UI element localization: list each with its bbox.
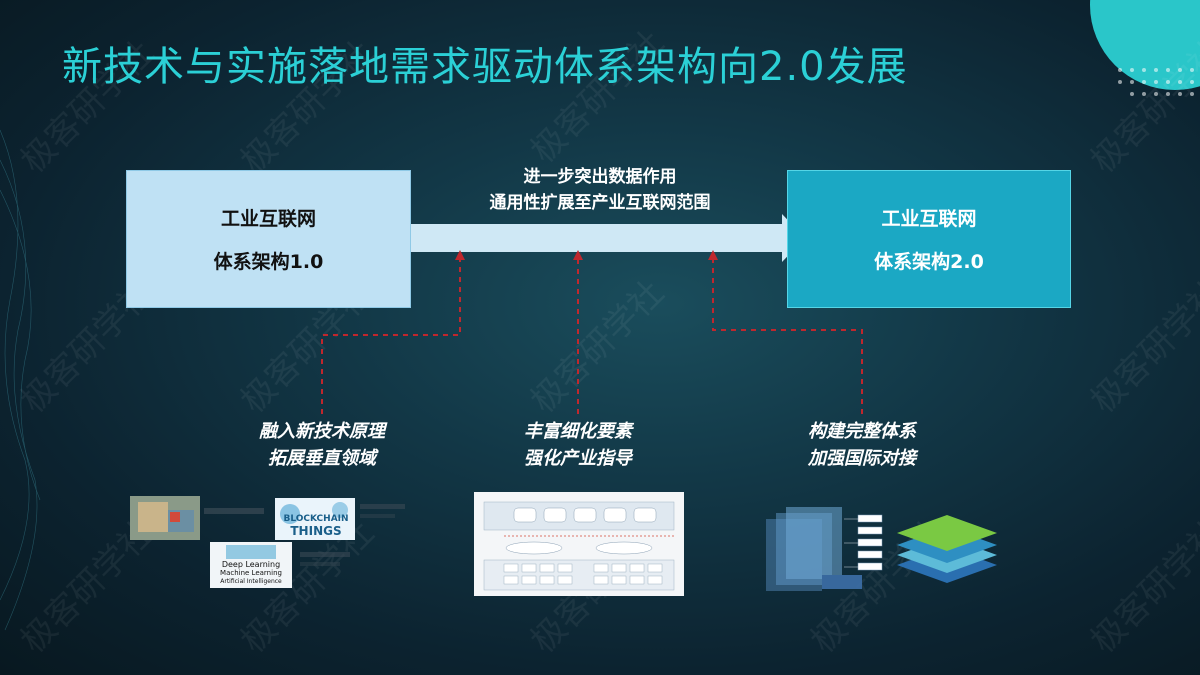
machine-learning-label: Machine Learning: [220, 569, 282, 577]
tech-collage-image: [130, 496, 405, 588]
ai-label: Artificial Intelligence: [220, 578, 282, 585]
architecture-2-0-box: 工业互联网 体系架构2.0: [787, 170, 1071, 308]
driver-1-line1: 融入新技术原理: [259, 421, 385, 442]
driver-caption-3: 构建完整体系 加强国际对接: [762, 418, 962, 472]
architecture-diagram-thumbnail: [474, 492, 684, 596]
driver-3-line2: 加强国际对接: [808, 448, 916, 469]
layered-system-thumbnail: [766, 507, 997, 591]
driver-caption-2: 丰富细化要素 强化产业指导: [478, 418, 678, 472]
driver-2-line1: 丰富细化要素: [524, 421, 632, 442]
things-label: THINGS: [290, 524, 342, 538]
driver-1-line2: 拓展垂直领域: [268, 448, 376, 469]
driver-2-line2: 强化产业指导: [524, 448, 632, 469]
box2-line2: 体系架构2.0: [874, 251, 984, 273]
driver-caption-1: 融入新技术原理 拓展垂直领域: [222, 418, 422, 472]
progress-arrow: [409, 214, 805, 262]
dot-pattern: [1118, 68, 1194, 96]
box1-line2: 体系架构1.0: [213, 251, 324, 273]
architecture-1-0-box: 工业互联网 体系架构1.0: [126, 170, 411, 308]
blockchain-label: BLOCKCHAIN: [283, 514, 349, 524]
arrow-label-line1: 进一步突出数据作用: [523, 167, 677, 187]
dashed-connectors: [321, 254, 863, 414]
connector-arrowheads: [455, 250, 718, 260]
page-title: 新技术与实施落地需求驱动体系架构向2.0发展: [62, 44, 908, 90]
arrow-label-line2: 通用性扩展至产业互联网范围: [489, 193, 711, 213]
deep-learning-label: Deep Learning: [221, 560, 281, 569]
box1-line1: 工业互联网: [220, 208, 316, 230]
driver-3-line1: 构建完整体系: [808, 421, 916, 442]
new-tech-thumbnail: BLOCKCHAIN THINGS Deep Learning Machine …: [130, 492, 420, 592]
left-edge-decoration: [0, 129, 41, 631]
box2-line1: 工业互联网: [881, 208, 977, 230]
